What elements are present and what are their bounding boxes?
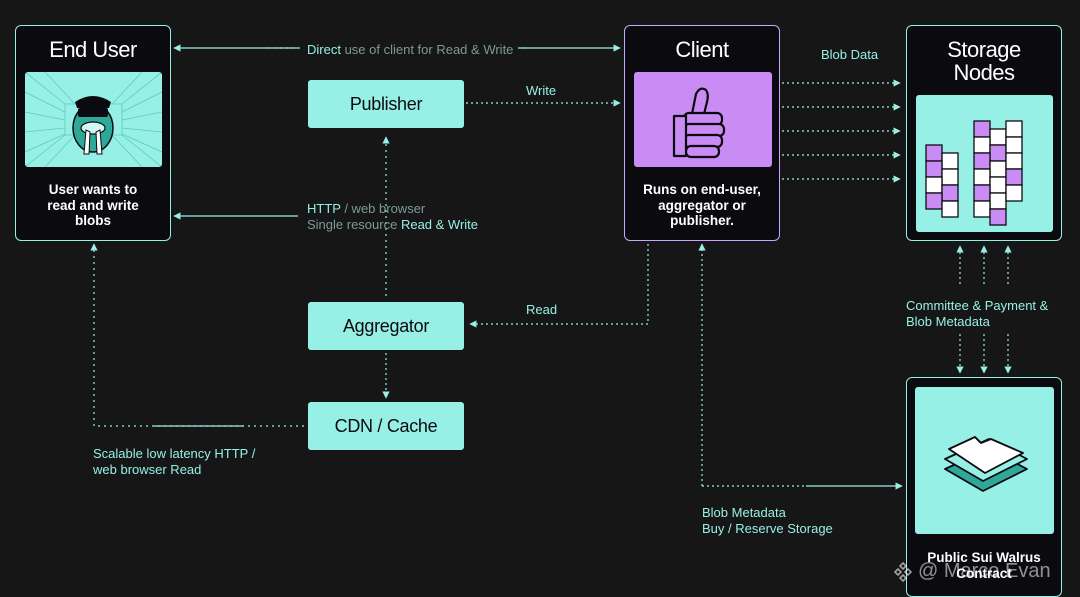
scalable-line2: web browser Read [93, 461, 202, 477]
end-user-caption: User wants to read and write blobs [47, 182, 139, 228]
metadata-line1: Blob Metadata [702, 505, 786, 520]
committee-label: Committee & Payment & Blob Metadata [906, 298, 1048, 329]
committee-line2: Blob Metadata [906, 313, 990, 329]
direct-prefix: Direct [307, 42, 341, 57]
end-user-card: End User User wants to read and write bl… [15, 25, 171, 241]
direct-suffix: & Write [471, 42, 514, 57]
client-title: Client [675, 37, 729, 62]
contract-caption: Public Sui Walrus Contract [927, 550, 1041, 581]
direct-middle: use of client for Read [340, 42, 472, 57]
scalable-line1: Scalable low latency HTTP / [93, 446, 256, 461]
http-line1-b: / web browser [340, 201, 426, 216]
blob-metadata-label: Blob Metadata Buy / Reserve Storage [702, 505, 833, 536]
http-line2-a: Single resource [307, 216, 401, 232]
committee-line1: Committee & Payment & [906, 298, 1049, 313]
watermark: @ Marco Evan [892, 560, 1051, 583]
edge-cdn-enduser [90, 243, 304, 427]
blob-data-label: Blob Data [821, 47, 879, 62]
aggregator-node: Aggregator [308, 302, 464, 350]
publisher-node: Publisher [308, 80, 464, 128]
http-line2-b: Read & Write [400, 216, 479, 232]
metadata-line2: Buy / Reserve Storage [702, 520, 833, 536]
watermark-text: @ Marco Evan [918, 560, 1051, 582]
thumbs-up-illustration [634, 72, 772, 167]
binance-logo-icon [893, 561, 913, 582]
storage-blocks-illustration [916, 95, 1053, 232]
http-label: HTTP / web browser Single resource Read … [307, 201, 478, 232]
read-label: Read [526, 302, 558, 317]
end-user-title: End User [49, 37, 137, 62]
scalable-read-label: Scalable low latency HTTP / web browser … [93, 446, 255, 477]
client-card: Client Runs on end-user, aggregator or p… [624, 25, 780, 241]
cdn-cache-node: CDN / Cache [308, 402, 464, 450]
storage-nodes-card: Storage Nodes [906, 25, 1062, 241]
direct-use-label: Direct use of client for Read & Write [307, 42, 513, 58]
sui-walrus-contract-card: Public Sui Walrus Contract [906, 377, 1062, 597]
storage-nodes-title: Storage Nodes [947, 37, 1021, 85]
document-stack-illustration [915, 387, 1054, 534]
client-caption: Runs on end-user, aggregator or publishe… [643, 182, 761, 228]
write-label: Write [526, 83, 557, 98]
walrus-illustration [25, 72, 162, 167]
edge-read [469, 244, 649, 328]
http-line1-a: HTTP [307, 201, 341, 216]
